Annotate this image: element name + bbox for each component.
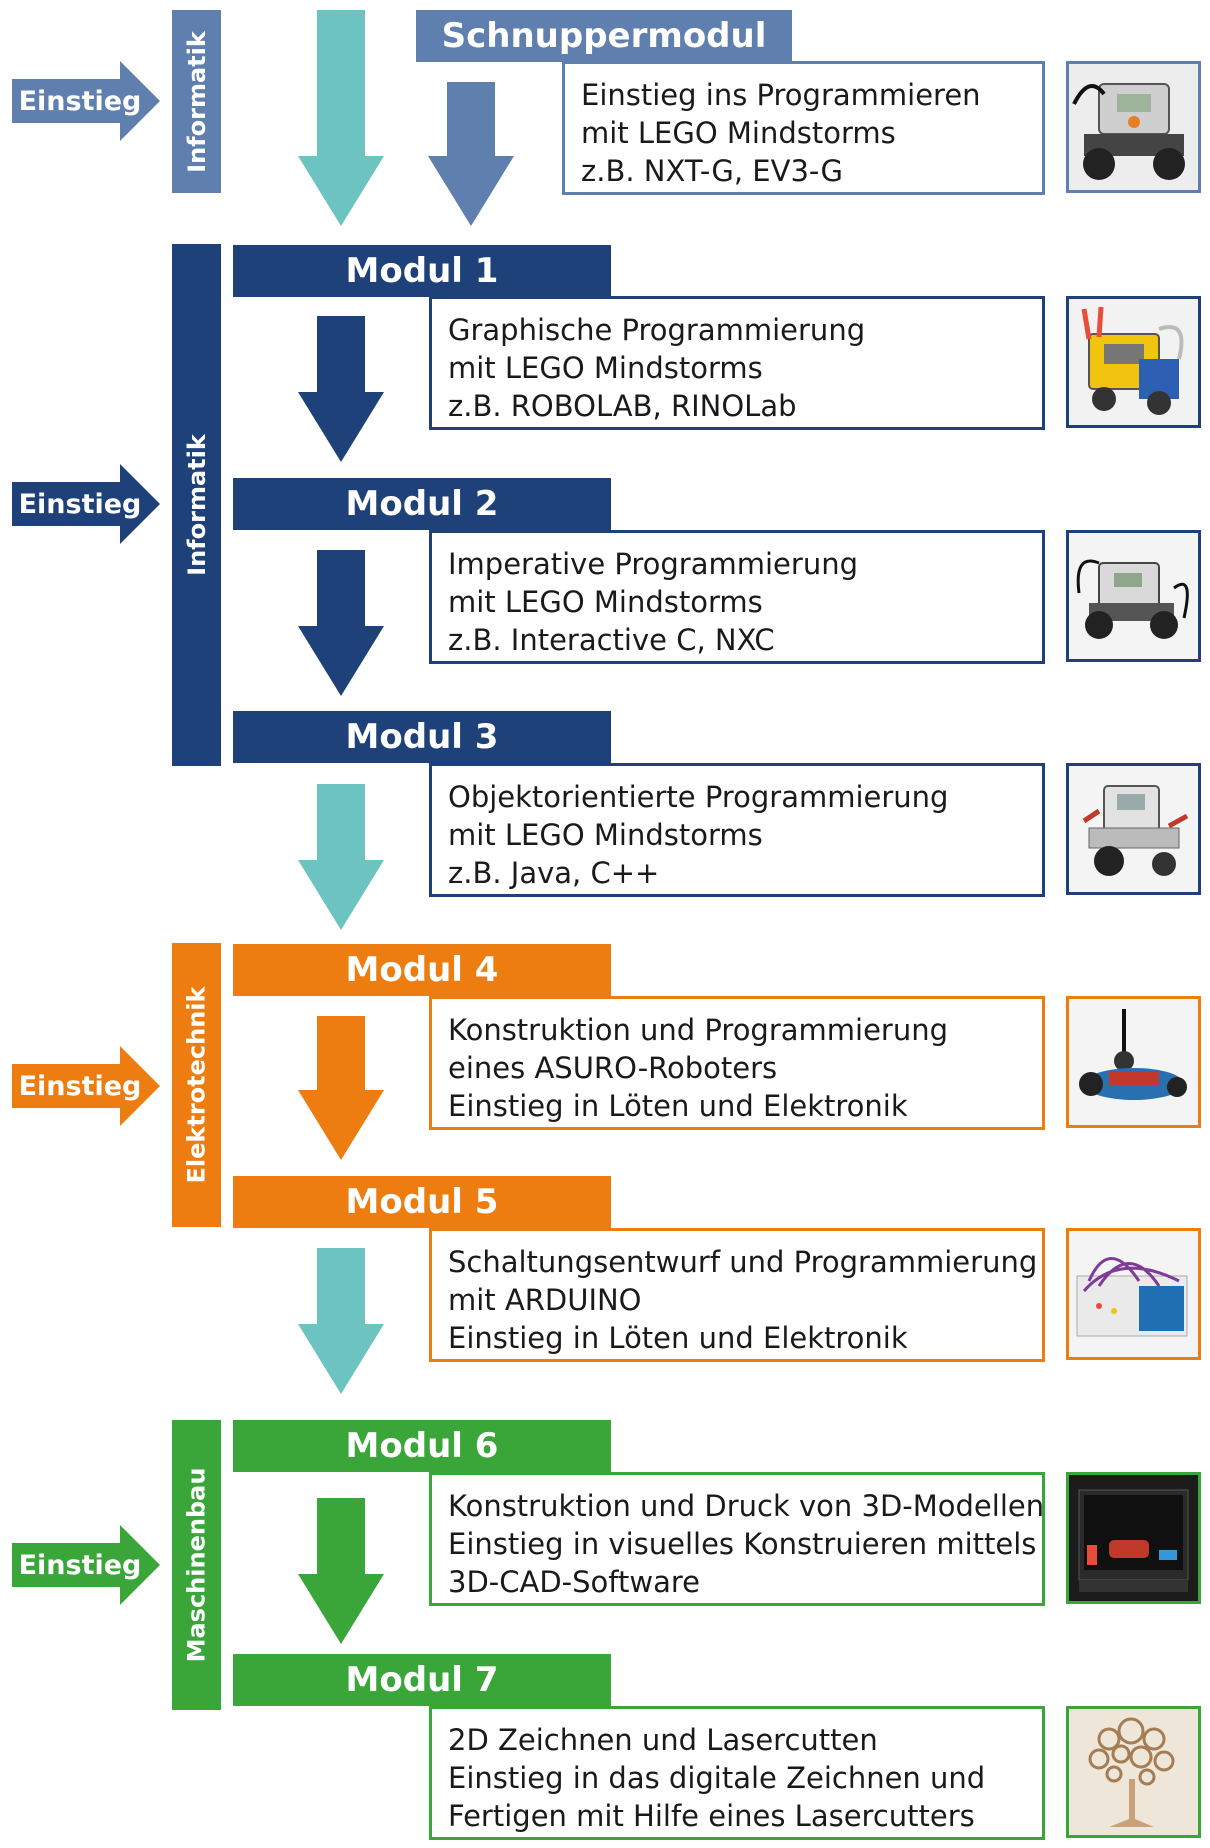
section-bar-schnupper-informatik: Informatik [172, 10, 221, 193]
section-bar-maschinenbau: Maschinenbau [172, 1420, 221, 1710]
module-header-5: Modul 5 [233, 1176, 611, 1228]
module-line: z.B. ROBOLAB, RINOLab [448, 389, 797, 423]
module-box-schnupper: Einstieg ins Programmieren mit LEGO Mind… [562, 61, 1045, 195]
einstieg-arrow-elektrotechnik: Einstieg [12, 1046, 172, 1126]
lego-rcx-robot-image [1069, 299, 1198, 425]
module-line: mit LEGO Mindstorms [448, 585, 763, 619]
module-header-schnupper: Schnuppermodul [416, 10, 792, 62]
einstieg-label: Einstieg [18, 85, 142, 117]
module-box-5: Schaltungsentwurf und Programmierung mit… [429, 1228, 1045, 1362]
asuro-robot-image [1069, 999, 1198, 1125]
module-box-3: Objektorientierte Programmierung mit LEG… [429, 763, 1045, 897]
module-line: z.B. Java, C++ [448, 856, 660, 890]
module-line: mit LEGO Mindstorms [448, 351, 763, 385]
module-line: eines ASURO-Roboters [448, 1051, 778, 1085]
module-title: Modul 4 [345, 950, 499, 990]
lego-ev3-vehicle-image [1069, 766, 1198, 892]
module-image-4 [1066, 996, 1201, 1128]
module-line: 3D-CAD-Software [448, 1565, 700, 1599]
module-line: Graphische Programmierung [448, 313, 866, 347]
einstieg-arrow-schnupper: Einstieg [12, 61, 172, 141]
module-title: Modul 7 [345, 1660, 499, 1700]
module-header-7: Modul 7 [233, 1654, 611, 1706]
section-bar-informatik: Informatik [172, 244, 221, 766]
module-image-5 [1066, 1228, 1201, 1360]
module-line: Einstieg in Löten und Elektronik [448, 1321, 908, 1355]
module-line: Objektorientierte Programmierung [448, 780, 949, 814]
einstieg-label: Einstieg [18, 1070, 142, 1102]
right-arrow-icon [12, 61, 160, 141]
module-header-4: Modul 4 [233, 944, 611, 996]
module-title: Modul 3 [345, 717, 499, 757]
lego-nxt-vehicle-image [1069, 533, 1198, 659]
module-title: Modul 2 [345, 484, 499, 524]
module-image-6 [1066, 1472, 1201, 1604]
down-arrow-icon [298, 1016, 384, 1160]
einstieg-label: Einstieg [18, 488, 142, 520]
module-title: Modul 6 [345, 1426, 499, 1466]
module-image-2 [1066, 530, 1201, 662]
module-box-7: 2D Zeichnen und Lasercutten Einstieg in … [429, 1706, 1045, 1840]
module-line: mit LEGO Mindstorms [581, 116, 896, 150]
module-line: Einstieg in visuelles Konstruieren mitte… [448, 1527, 1037, 1561]
module-box-4: Konstruktion und Programmierung eines AS… [429, 996, 1045, 1130]
module-line: Einstieg in Löten und Elektronik [448, 1089, 908, 1123]
module-image-1 [1066, 296, 1201, 428]
module-line: Imperative Programmierung [448, 547, 858, 581]
module-line: Fertigen mit Hilfe eines Lasercutters [448, 1799, 975, 1833]
module-title: Modul 5 [345, 1182, 499, 1222]
module-line: Einstieg in das digitale Zeichnen und [448, 1761, 986, 1795]
module-line: mit LEGO Mindstorms [448, 818, 763, 852]
arduino-breadboard-image [1069, 1231, 1198, 1357]
section-label: Informatik [182, 30, 211, 173]
module-title: Modul 1 [345, 251, 499, 291]
module-image-schnupper [1066, 61, 1201, 193]
module-line: mit ARDUINO [448, 1283, 642, 1317]
einstieg-label: Einstieg [18, 1549, 142, 1581]
module-line: Einstieg ins Programmieren [581, 78, 981, 112]
section-label: Informatik [182, 434, 211, 576]
einstieg-arrow-maschinenbau: Einstieg [12, 1525, 172, 1605]
section-label: Elektrotechnik [182, 986, 211, 1184]
down-arrow-icon [428, 82, 514, 226]
module-box-1: Graphische Programmierung mit LEGO Minds… [429, 296, 1045, 430]
3d-printer-image [1069, 1475, 1198, 1601]
laser-cut-tree-image [1069, 1709, 1198, 1835]
down-arrow-icon [298, 550, 384, 696]
down-arrow-icon [298, 1248, 384, 1394]
module-image-3 [1066, 763, 1201, 895]
right-arrow-icon [12, 1525, 160, 1605]
module-header-2: Modul 2 [233, 478, 611, 530]
down-arrow-icon [298, 1498, 384, 1644]
module-line: Schaltungsentwurf und Programmierung [448, 1245, 1038, 1279]
module-title: Schnuppermodul [441, 16, 767, 56]
down-arrow-icon [298, 784, 384, 930]
module-box-2: Imperative Programmierung mit LEGO Minds… [429, 530, 1045, 664]
right-arrow-icon [12, 464, 160, 544]
module-line: Konstruktion und Programmierung [448, 1013, 949, 1047]
module-line: z.B. Interactive C, NXC [448, 623, 775, 657]
right-arrow-icon [12, 1046, 160, 1126]
section-label: Maschinenbau [182, 1467, 211, 1663]
module-line: Konstruktion und Druck von 3D-Modellen [448, 1489, 1045, 1523]
module-box-6: Konstruktion und Druck von 3D-Modellen E… [429, 1472, 1045, 1606]
lego-nxt-robot-image [1069, 64, 1198, 190]
module-header-6: Modul 6 [233, 1420, 611, 1472]
module-image-7 [1066, 1706, 1201, 1838]
module-line: 2D Zeichnen und Lasercutten [448, 1723, 878, 1757]
module-header-1: Modul 1 [233, 245, 611, 297]
einstieg-arrow-informatik: Einstieg [12, 464, 172, 544]
module-header-3: Modul 3 [233, 711, 611, 763]
section-bar-elektrotechnik: Elektrotechnik [172, 943, 221, 1227]
down-arrow-icon [298, 316, 384, 462]
down-arrow-icon [298, 10, 384, 226]
module-line: z.B. NXT-G, EV3-G [581, 154, 843, 188]
